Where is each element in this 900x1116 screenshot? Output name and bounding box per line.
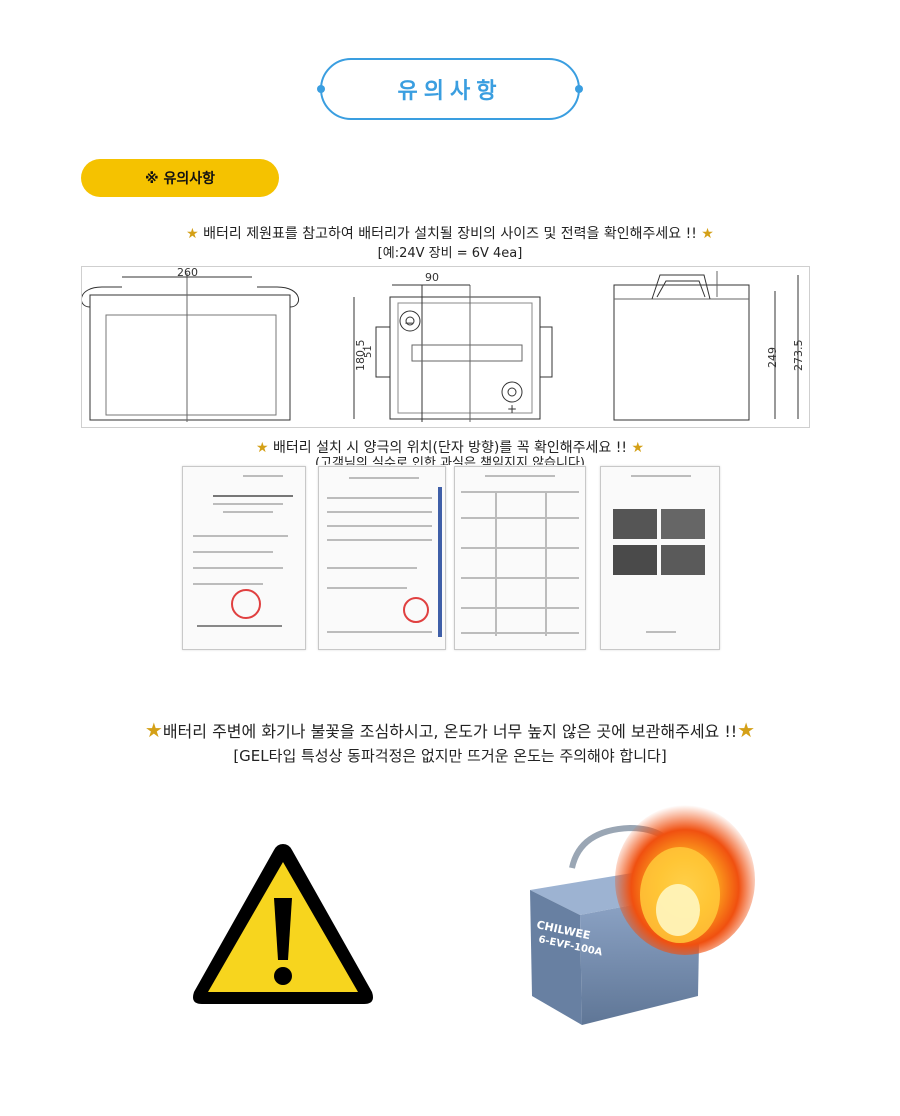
star-icon: ★ [144,718,163,742]
heat-warning-text: 배터리 주변에 화기나 불꽃을 조심하시고, 온도가 너무 높지 않은 곳에 보… [162,722,738,741]
polarity-instruction: ★ 배터리 설치 시 양극의 위치(단자 방향)를 꼭 확인해주세요 !! ★ [0,437,900,457]
heat-warning-instruction: ★배터리 주변에 화기나 불꽃을 조심하시고, 온도가 너무 높지 않은 곳에 … [0,718,900,742]
minus-terminal-icon: − [404,316,414,330]
size-check-instruction: ★ 배터리 제원표를 참고하여 배터리가 설치될 장비의 사이즈 및 전력을 확… [0,223,900,243]
star-icon: ★ [737,718,756,742]
pill-left-dot [317,85,325,93]
plus-terminal-icon: + [507,402,517,416]
test-report-document-1 [318,466,446,650]
star-icon: ★ [255,440,269,456]
test-photo-document [600,466,720,650]
section-title-pill: 유의사항 [317,58,583,120]
star-icon: ★ [186,226,199,242]
dimension-drawing: 260 90 180.5 51 249 273.5 − + [80,266,805,422]
certificate-document [182,466,306,650]
dim-top-height: 180.5 [354,340,367,372]
section-title: 유의사항 [397,79,503,104]
pill-right-dot [575,85,583,93]
dim-side-outer: 273.5 [792,340,805,372]
size-check-example: [예:24V 장비 = 6V 4ea] [377,246,523,261]
polarity-text: 배터리 설치 시 양극의 위치(단자 방향)를 꼭 확인해주세요 !! [273,440,627,456]
dim-front-width: 260 [177,267,198,279]
battery-fire-image: CHILWEE 6-EVF-100A [530,805,755,1025]
polarity-disclaimer: (고객님의 실수로 인한 과실은 책임지지 않습니다) [314,456,585,465]
size-check-text: 배터리 제원표를 참고하여 배터리가 설치될 장비의 사이즈 및 전력을 확인해… [203,226,697,242]
star-icon: ★ [701,226,714,242]
warning-triangle-icon [193,844,373,1004]
notice-badge: ※ 유의사항 [81,159,279,197]
dim-side-inner: 249 [766,347,779,368]
gel-type-note: [GEL타입 특성상 동파걱정은 없지만 뜨거운 온도는 주의해야 합니다] [233,747,667,765]
dim-top-small: 51 [363,345,374,358]
star-icon: ★ [631,440,645,456]
test-report-document-2 [454,466,586,650]
dim-top-offset: 90 [425,271,439,284]
dimension-drawing-panel: 260 90 180.5 51 249 273.5 − + [80,266,810,428]
